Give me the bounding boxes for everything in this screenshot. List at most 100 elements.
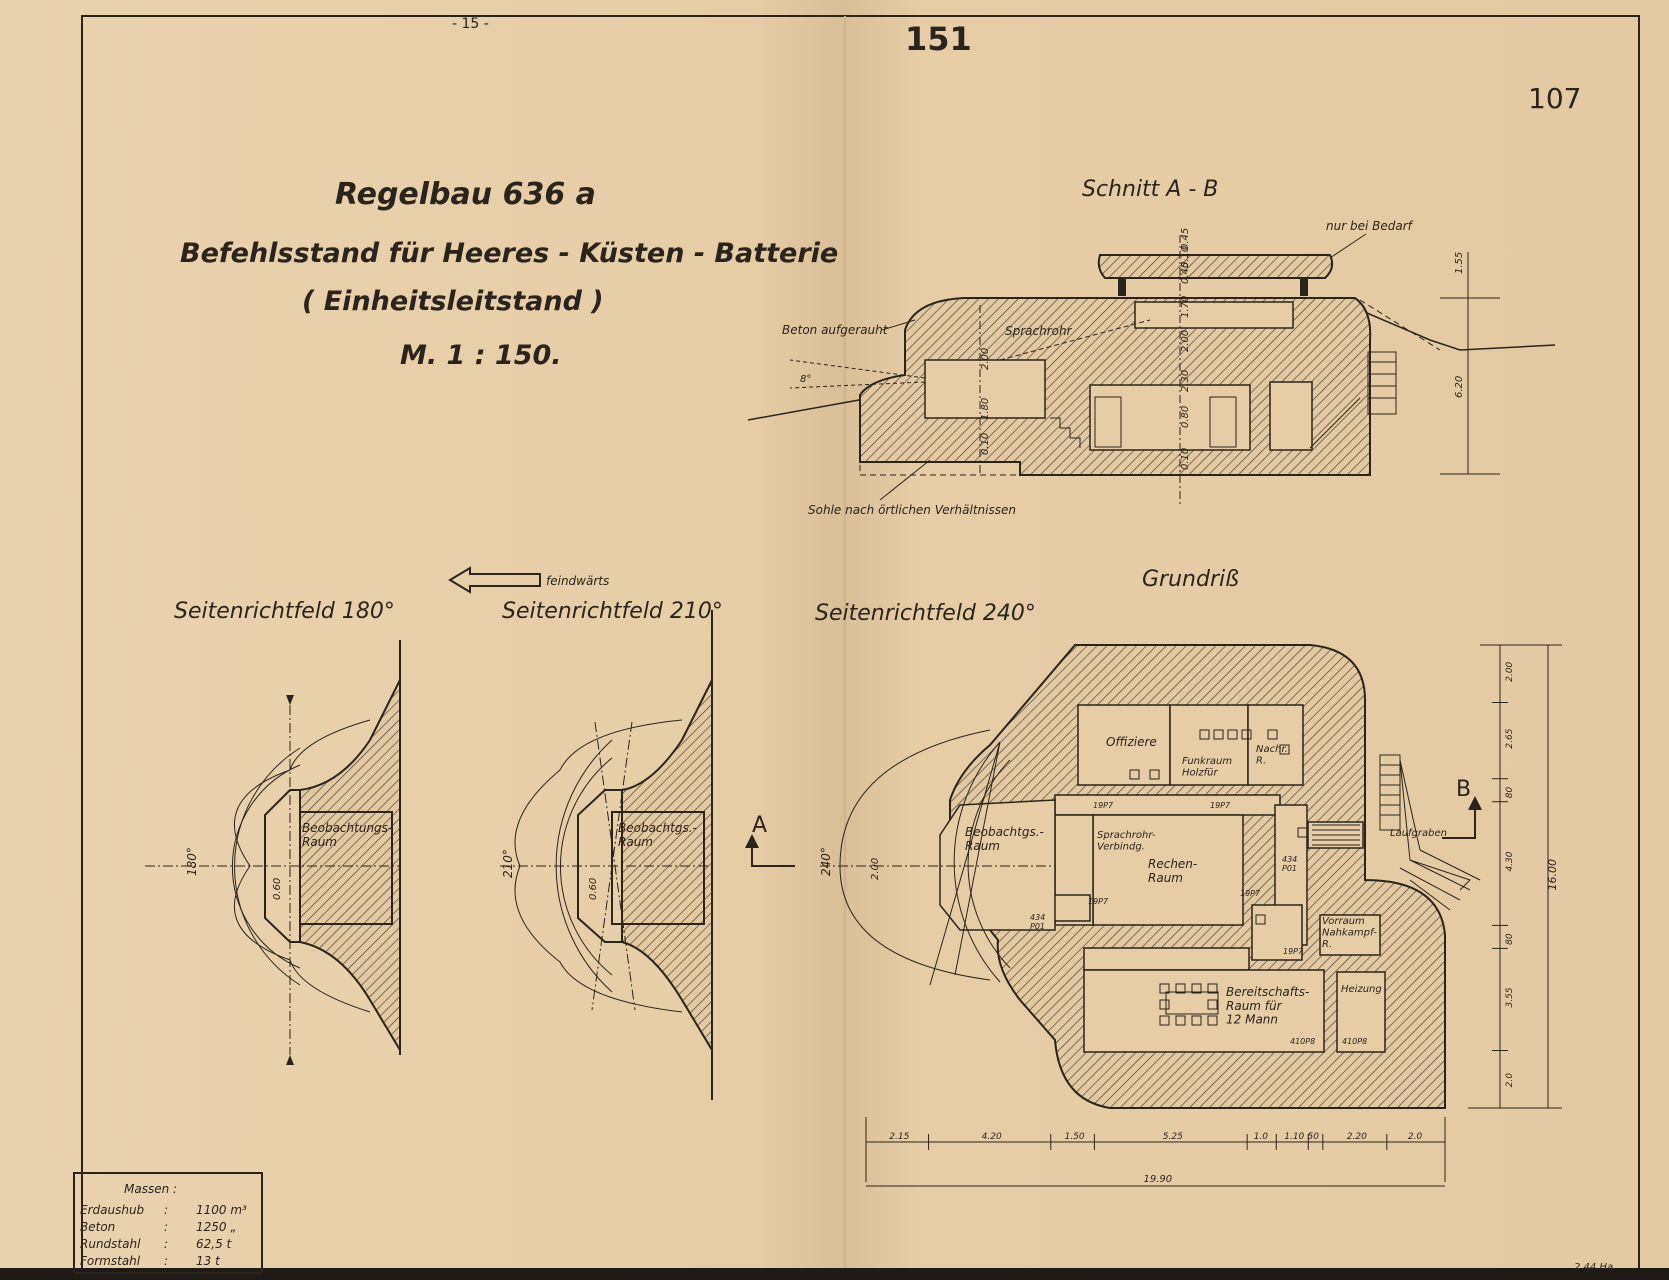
plan-dim-right: 2.65 xyxy=(1505,728,1515,748)
door-label: 19P7 xyxy=(1210,801,1231,810)
section-note-base: Sohle nach örtlichen Verhältnissen xyxy=(808,503,1016,517)
plan-dim-right: 80 xyxy=(1505,787,1515,799)
section-dim-label: 2.00 xyxy=(980,348,991,370)
masses-value: 62,5 t xyxy=(196,1237,233,1251)
furniture-mark xyxy=(1213,729,1224,740)
section-dim-label: 0.10 xyxy=(980,433,991,455)
furniture-mark xyxy=(1175,1015,1186,1026)
bottom-edge xyxy=(0,1268,1669,1280)
masses-sep: : xyxy=(164,1237,168,1251)
plan-dim-bottom: 2.15 xyxy=(889,1132,909,1142)
plan-dim-right-total: 16.00 xyxy=(1546,859,1559,891)
field-210-title: Seitenrichtfeld 210° xyxy=(502,599,723,624)
section-dim-label: 2.30 xyxy=(1180,370,1191,392)
field-180-room: Beobachtungs-Raum xyxy=(302,821,392,849)
plan-dim-bottom: 1.50 xyxy=(1065,1132,1085,1142)
archive-stamp: 151 xyxy=(905,20,972,58)
plan-dim-bottom: 2.20 xyxy=(1347,1132,1367,1142)
furniture-mark xyxy=(1279,744,1290,755)
section-dim-label: 1.80 xyxy=(980,398,991,420)
section-title: Schnitt A - B xyxy=(1082,177,1218,202)
furniture-mark xyxy=(1255,914,1266,925)
section-dim-label: 0.45 xyxy=(1180,262,1191,284)
section-dim-label: 2.00 xyxy=(1180,330,1191,352)
section-dim-right-2: 6.20 xyxy=(1454,376,1465,398)
field-180-angle: 180° xyxy=(185,847,199,876)
masses-value: 1250 „ xyxy=(196,1220,237,1234)
door-label: 19P7 xyxy=(1088,897,1109,906)
furniture-mark xyxy=(1297,827,1308,838)
masses-value: 13 t xyxy=(196,1254,221,1268)
field-210: Seitenrichtfeld 210° 210° Beobachtgs.-Ra… xyxy=(500,599,723,1100)
door-label: 19P7 xyxy=(1093,801,1114,810)
drawing-subtitle-2: ( Einheitsleitstand ) xyxy=(302,286,604,317)
furniture-mark xyxy=(1159,1015,1170,1026)
furniture-mark xyxy=(1207,983,1218,994)
field-210-dim: 0.60 xyxy=(588,878,599,900)
field-180: Seitenrichtfeld 180° 180° Beobachtungs-R… xyxy=(145,599,401,1065)
direction-arrow: feindwärts xyxy=(448,566,609,594)
plan-dim-bottom: 2.0 xyxy=(1408,1132,1423,1142)
masses-label: Formstahl xyxy=(80,1254,141,1268)
furniture-mark xyxy=(1241,729,1252,740)
page-top-number: - 15 - xyxy=(452,16,489,32)
plan-dim-total: 19.90 xyxy=(1144,1174,1173,1185)
section-note-top: nur bei Bedarf xyxy=(1326,219,1414,233)
drawing-scale: M. 1 : 150. xyxy=(400,340,562,371)
masses-label: Beton xyxy=(80,1220,115,1234)
section-note-tube: Sprachrohr xyxy=(1005,324,1073,338)
furniture-mark xyxy=(1159,999,1170,1010)
section-note-concrete: Beton aufgerauht xyxy=(782,323,889,337)
section-dim-label: 1.70 xyxy=(1180,296,1191,318)
plan-room-heizung: Heizung xyxy=(1341,984,1382,995)
furniture-mark xyxy=(1175,983,1186,994)
drawing-subtitle: Befehlsstand für Heeres - Küsten - Batte… xyxy=(180,238,838,269)
masses-sep: : xyxy=(164,1220,168,1234)
section-dim-label: 0.10 xyxy=(1180,448,1191,470)
field-210-angle: 210° xyxy=(501,849,515,878)
table-mark xyxy=(1165,991,1219,1015)
plan-dim-right: 3.55 xyxy=(1505,987,1515,1007)
marker-a: A xyxy=(752,813,767,838)
masses-title: Massen : xyxy=(124,1182,177,1196)
furniture-mark xyxy=(1267,729,1278,740)
plan-dim-right: 4.30 xyxy=(1505,851,1515,871)
plan-room-beobachtung: Beobachtgs.-Raum xyxy=(965,825,1044,853)
door-label: 410P8 xyxy=(1290,1037,1315,1046)
plan-dim-bottom: 1.10 xyxy=(1284,1132,1304,1142)
furniture-mark xyxy=(1199,729,1210,740)
field-240-dim: 2.00 xyxy=(870,858,881,880)
plan-dim-right: 80 xyxy=(1505,933,1515,945)
plan-title: Grundriß xyxy=(1142,567,1239,592)
masses-sep: : xyxy=(164,1203,168,1217)
floor-plan: Seitenrichtfeld 240° Laufgraben xyxy=(745,601,1562,1187)
section-angle: 8° xyxy=(800,374,811,385)
field-240-title: Seitenrichtfeld 240° xyxy=(815,601,1036,626)
furniture-mark xyxy=(1191,983,1202,994)
section-dim-label: 0.80 xyxy=(1180,406,1191,428)
plan-room-sprachrohr: Sprachrohr-Verbindg. xyxy=(1097,830,1156,853)
section-dim-right-1: 1.55 xyxy=(1454,252,1465,274)
plan-dim-right: 2.0 xyxy=(1505,1073,1515,1088)
door-label: 410P8 xyxy=(1342,1037,1367,1046)
masses-sep: : xyxy=(164,1254,168,1268)
field-240-angle: 240° xyxy=(819,847,833,876)
plan-dim-bottom: 4.20 xyxy=(982,1132,1002,1142)
masses-label: Rundstahl xyxy=(80,1237,141,1251)
marker-b: B xyxy=(1456,777,1471,802)
plan-dim-bottom: 5.25 xyxy=(1163,1132,1183,1142)
plan-room-laufgraben: Laufgraben xyxy=(1390,828,1447,839)
furniture-mark xyxy=(1191,1015,1202,1026)
field-180-dim: 0.60 xyxy=(272,878,283,900)
section-dim-label: 0.45 xyxy=(1180,228,1191,250)
field-210-room: Beobachtgs.-Raum xyxy=(618,821,697,849)
section-view: Schnitt A - B nur bei Bedarf Sprachrohr xyxy=(747,177,1556,517)
plan-dim-bottom: 50 xyxy=(1308,1132,1320,1142)
field-180-title: Seitenrichtfeld 180° xyxy=(174,599,395,624)
